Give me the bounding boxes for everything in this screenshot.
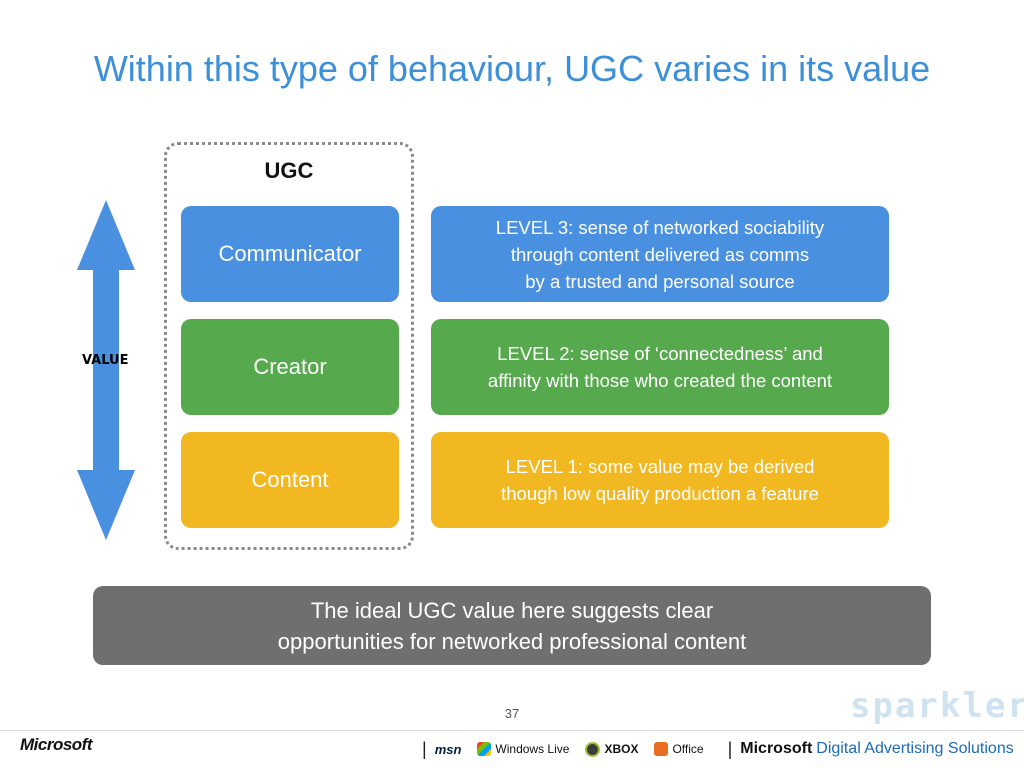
double-arrow-icon — [77, 200, 135, 540]
microsoft-wordmark: Microsoft — [740, 740, 813, 757]
office-icon — [654, 742, 669, 756]
xbox-sphere-icon — [585, 741, 601, 757]
slide-title: Within this type of behaviour, UGC varie… — [93, 48, 931, 89]
microsoft-logo: Microsoft — [20, 735, 93, 754]
windows-live-label: Windows Live — [495, 742, 570, 756]
footer-divider — [0, 730, 1024, 731]
role-box-communicator: Communicator — [181, 206, 399, 302]
digital-advertising-solutions: Digital Advertising Solutions — [816, 740, 1014, 757]
windows-flag-icon — [477, 742, 492, 756]
windows-live-logo: Windows Live — [477, 742, 569, 756]
msn-logo: msn — [434, 741, 462, 757]
level-3-box: LEVEL 3: sense of networked sociability … — [431, 206, 889, 302]
office-logo: Office — [654, 742, 704, 756]
office-label: Office — [672, 742, 704, 756]
footer-brands: | msn Windows Live XBOX Office | Microso… — [414, 737, 1014, 761]
xbox-logo: XBOX — [585, 741, 639, 757]
value-label: VALUE — [82, 353, 129, 368]
footer-separator: | — [422, 738, 427, 759]
role-box-content: Content — [181, 432, 399, 528]
xbox-label: XBOX — [604, 742, 639, 756]
ugc-dotted-frame — [164, 142, 414, 550]
footer-separator-2: | — [727, 738, 733, 759]
level-1-box: LEVEL 1: some value may be derived thoug… — [431, 432, 889, 528]
conclusion-banner: The ideal UGC value here suggests clear … — [93, 586, 931, 665]
sparkler-logo: sparkler — [850, 686, 1024, 726]
ugc-heading: UGC — [264, 158, 314, 183]
role-box-creator: Creator — [181, 319, 399, 415]
page-number: 37 — [504, 706, 520, 721]
level-2-box: LEVEL 2: sense of ‘connectedness’ and af… — [431, 319, 889, 415]
